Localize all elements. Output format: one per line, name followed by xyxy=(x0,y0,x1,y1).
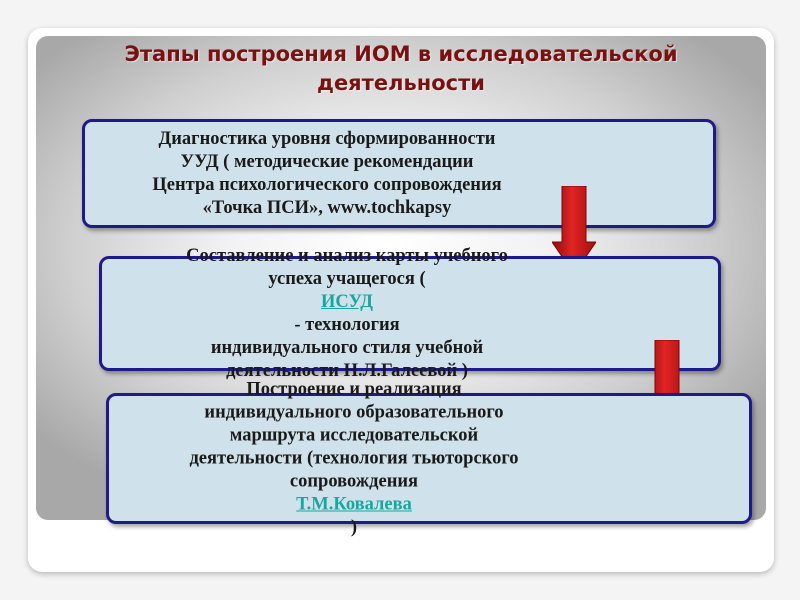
slide-title-line: Этапы построения ИОМ в исследовательской xyxy=(124,42,678,66)
step-line: УУД ( методические рекомендации xyxy=(180,151,474,172)
step-text: Диагностика уровня сформированности УУД … xyxy=(85,128,569,220)
step-line: индивидуального стиля учебной xyxy=(210,337,484,358)
step-line: Составление и анализ карты учебного xyxy=(186,245,508,266)
step-line: деятельности (технология тьюторского xyxy=(189,448,519,468)
step-line: Центра психологического сопровождения xyxy=(152,174,502,195)
step-line-part: сопровождения xyxy=(289,471,419,491)
step-box-route: Построение и реализация индивидуального … xyxy=(106,379,752,537)
step-text: Составление и анализ карты учебного успе… xyxy=(102,245,592,383)
step-line: успеха учащегося (ИСУД - технология xyxy=(102,268,592,337)
kovaleva-link[interactable]: Т.М.Ковалева xyxy=(296,494,412,514)
step-line-part: ) xyxy=(350,517,358,537)
step-line-part: - технология xyxy=(294,314,400,335)
step-box-success-map: Составление и анализ карты учебного успе… xyxy=(99,246,721,381)
slide-title-line: деятельности xyxy=(316,71,486,95)
isud-link[interactable]: ИСУД xyxy=(321,291,373,312)
step-line: «Точка ПСИ», www.tochkapsy xyxy=(202,197,452,218)
step-line: индивидуального образовательного xyxy=(204,402,504,422)
step-line: деятельности Н.Л.Галеевой ) xyxy=(226,360,468,381)
step-line: сопровождения Т.М.Ковалева) xyxy=(109,470,599,539)
step-line: Диагностика уровня сформированности xyxy=(158,128,496,149)
step-line-part: успеха учащегося ( xyxy=(268,268,426,289)
step-box-diagnostics: Диагностика уровня сформированности УУД … xyxy=(82,119,716,228)
step-line: Построение и реализация xyxy=(246,379,462,399)
step-line: маршрута исследовательской xyxy=(229,425,479,445)
slide-title: Этапы построения ИОМ в исследовательской… xyxy=(36,40,766,98)
step-text: Построение и реализация индивидуального … xyxy=(109,378,599,539)
